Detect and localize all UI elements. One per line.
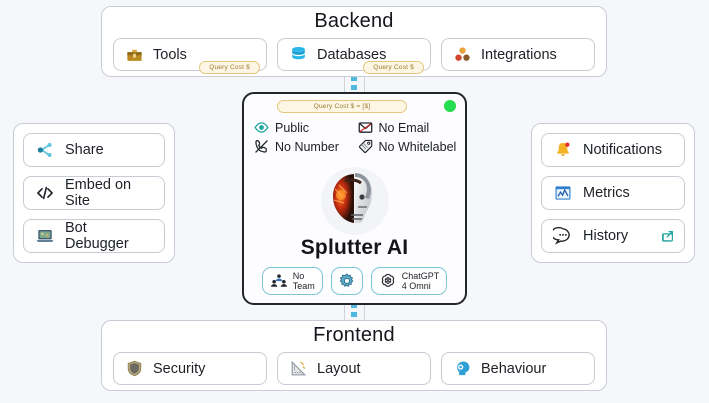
laptop-icon (36, 230, 54, 242)
sidebar-item-label: Share (65, 142, 104, 158)
flag-no-number: No Number (253, 138, 357, 155)
frontend-item-label: Layout (317, 360, 361, 377)
backend-items-row: Tools Query Cost $ Databases Query Cost … (102, 33, 606, 81)
flag-public: Public (253, 119, 357, 136)
sidebar-item-share[interactable]: Share (23, 133, 165, 167)
rail-left-lower (344, 303, 345, 321)
integrations-icon (455, 47, 470, 61)
flag-label: No Email (378, 120, 430, 135)
share-nodes-icon (37, 143, 52, 157)
head-icon (457, 361, 470, 376)
tag-off-icon (358, 139, 372, 153)
bot-card[interactable]: Query Cost $ = [$] Public No Email (242, 92, 467, 305)
backend-item-integrations[interactable]: Integrations (441, 38, 595, 71)
ai-head-avatar (320, 167, 389, 235)
pill-line1: ChatGPT (401, 271, 440, 281)
shield-icon (127, 360, 142, 377)
frontend-title: Frontend (313, 324, 395, 346)
pill-model[interactable]: ChatGPT 4 Omni (370, 267, 448, 295)
envelope-off-icon (358, 122, 372, 133)
flag-no-whitelabel: No Whitelabel (357, 138, 461, 155)
query-cost-badge: Query Cost $ (199, 61, 260, 74)
ruler-icon (291, 360, 307, 376)
avatar (320, 167, 389, 235)
team-icon (270, 274, 287, 287)
sidebar-item-label: Embed on Site (65, 177, 132, 209)
backend-item-tools[interactable]: Tools Query Cost $ (113, 38, 267, 74)
frontend-item-behaviour[interactable]: Behaviour (441, 352, 595, 385)
backend-title: Backend (314, 10, 394, 32)
rail-left-upper (344, 76, 345, 94)
sidebar-item-label: Notifications (583, 142, 662, 158)
sidebar-item-label: Bot Debugger (65, 220, 129, 252)
frontend-item-label: Security (153, 360, 206, 377)
bot-config-pills: No Team ChatGPT 4 Omni (244, 267, 465, 295)
status-indicator-dot (444, 100, 456, 112)
database-icon (292, 46, 305, 60)
sidebar-item-label: History (583, 228, 629, 244)
sidebar-item-bot-debugger[interactable]: Bot Debugger (23, 219, 165, 253)
chart-window-icon (555, 186, 571, 200)
frontend-item-label: Behaviour (481, 360, 547, 377)
bot-flags: Public No Email No Number (253, 119, 460, 155)
rail-right-upper (364, 76, 365, 94)
page-title: Splutter AI (300, 236, 409, 259)
backend-item-databases[interactable]: Databases Query Cost $ (277, 38, 431, 74)
sidebar-item-embed-on-site[interactable]: Embed on Site (23, 176, 165, 210)
code-brackets-icon (37, 186, 53, 200)
eye-icon (254, 122, 269, 133)
right-tools-panel: Notifications Metrics History (531, 123, 695, 263)
connector-backend-to-center (351, 76, 357, 94)
openai-icon (381, 273, 394, 287)
connector-center-to-frontend (351, 303, 357, 321)
phone-off-icon (255, 140, 268, 153)
pill-line1: No (292, 271, 305, 281)
rail-right-lower (364, 303, 365, 321)
flag-label: No Whitelabel (378, 139, 457, 154)
frontend-group: Frontend Security Layout (101, 320, 607, 391)
pill-team[interactable]: No Team (261, 267, 323, 295)
center-query-cost-badge: Query Cost $ = [$] (277, 100, 407, 113)
backend-group: Backend Tools Query Cost $ Database (101, 6, 607, 77)
flag-label: No Number (275, 139, 339, 154)
bell-icon (557, 142, 570, 156)
flag-label: Public (275, 120, 310, 135)
left-tools-panel: Share Embed on Site Bot Debugger (13, 123, 175, 263)
pill-line2: Team (292, 281, 315, 291)
frontend-item-security[interactable]: Security (113, 352, 267, 385)
backend-item-label: Integrations (481, 46, 557, 63)
sidebar-item-notifications[interactable]: Notifications (541, 133, 685, 167)
pill-line2: 4 Omni (401, 281, 431, 291)
backend-item-label: Tools (153, 46, 187, 63)
chat-bubble-icon (553, 226, 570, 245)
sidebar-item-label: Metrics (583, 185, 630, 201)
external-link-icon[interactable] (660, 229, 675, 244)
sidebar-item-history[interactable]: History (541, 219, 685, 253)
backend-item-label: Databases (317, 46, 387, 63)
toolbox-icon (127, 49, 142, 61)
frontend-items-row: Security Layout Behaviour (102, 347, 606, 395)
flag-no-email: No Email (357, 119, 461, 136)
gear-icon (339, 273, 354, 287)
sidebar-item-metrics[interactable]: Metrics (541, 176, 685, 210)
pill-team-text: No Team (293, 271, 315, 291)
pill-model-text: ChatGPT 4 Omni (402, 271, 440, 291)
query-cost-badge: Query Cost $ (363, 61, 424, 74)
settings-button[interactable] (330, 267, 363, 295)
frontend-item-layout[interactable]: Layout (277, 352, 431, 385)
